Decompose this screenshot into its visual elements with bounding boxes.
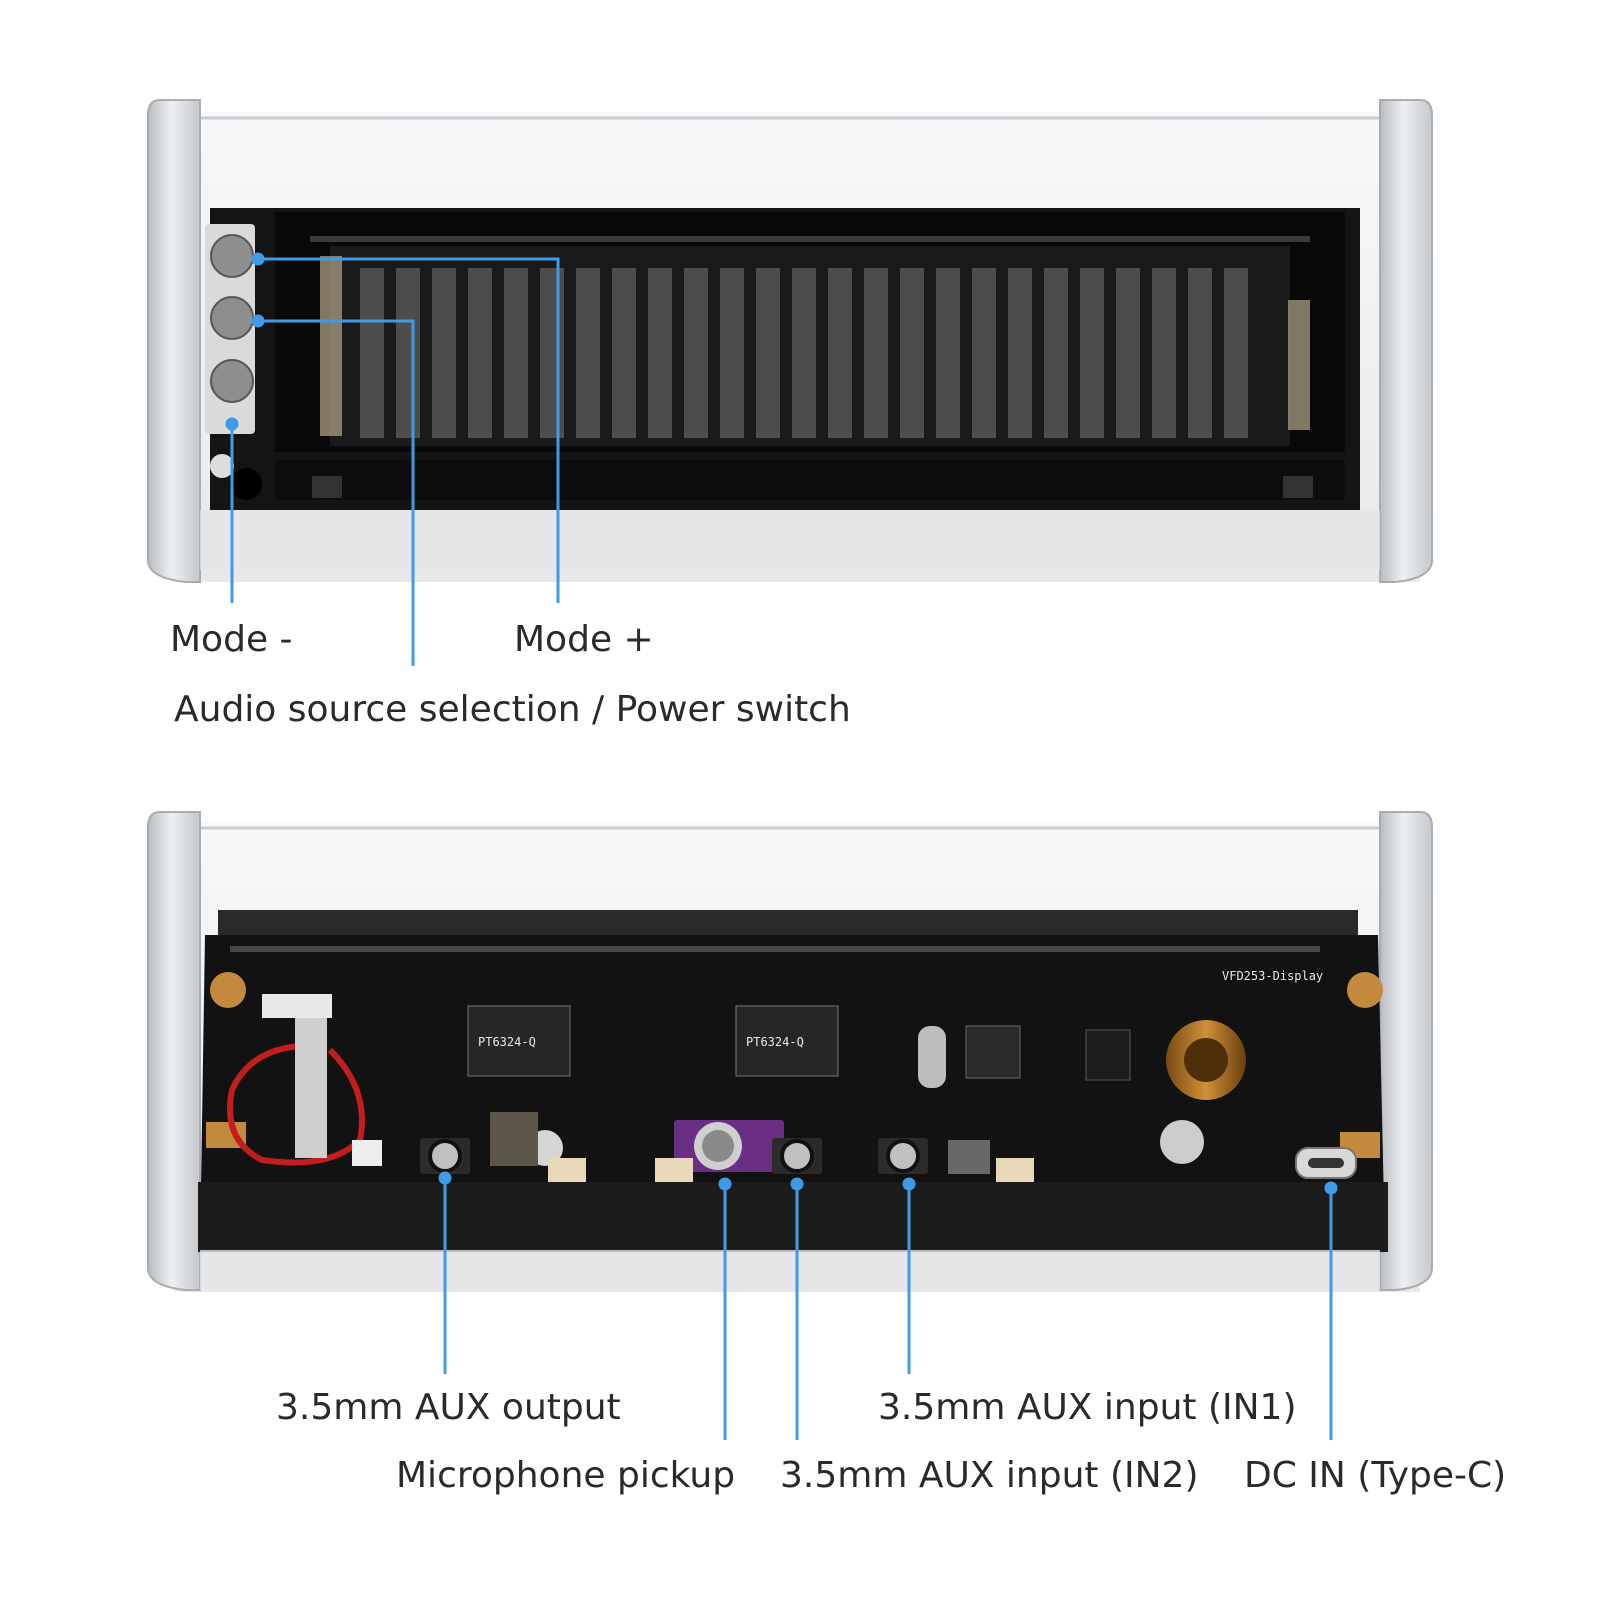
left-brass-standoff: [210, 972, 246, 1008]
bottom-right-aluminum-bracket: [1379, 811, 1433, 1291]
label-microphone: Microphone pickup: [396, 1455, 736, 1496]
top-right-aluminum-bracket: [1379, 99, 1433, 583]
label-mode-minus: Mode -: [170, 619, 293, 660]
mode-minus-button[interactable]: [210, 359, 254, 403]
ir-receiver: [210, 454, 234, 478]
chip-u6: PT6324-Q: [467, 1005, 571, 1077]
mode-plus-button[interactable]: [210, 234, 254, 278]
label-aux-in2: 3.5mm AUX input (IN2): [780, 1455, 1199, 1496]
chip-u5: PT6324-Q: [735, 1005, 839, 1077]
usb-c-port[interactable]: [1295, 1147, 1357, 1179]
aux-in2-jack[interactable]: [772, 1138, 822, 1174]
label-dc-in: DC IN (Type-C): [1244, 1455, 1507, 1496]
pcb-name-label: VFD253-Display: [1222, 969, 1323, 983]
bottom-callout-lines: [438, 1171, 1338, 1440]
audio-power-button[interactable]: [210, 296, 254, 340]
vfd-segment-columns: [360, 268, 1248, 438]
right-brass-standoff: [1347, 972, 1383, 1008]
chip-u5-marking: PT6324-Q: [746, 1035, 804, 1049]
aux-in1-jack[interactable]: [878, 1138, 928, 1174]
label-aux-output: 3.5mm AUX output: [276, 1387, 621, 1428]
microphone-module: [674, 1120, 784, 1172]
capacitors: [490, 1020, 1246, 1174]
ribbon-battery: [227, 994, 382, 1166]
label-mode-plus: Mode +: [514, 619, 654, 660]
crystal-x1: [918, 1026, 946, 1088]
top-left-aluminum-bracket: [147, 99, 201, 583]
label-aux-in1: 3.5mm AUX input (IN1): [878, 1387, 1297, 1428]
bottom-left-aluminum-bracket: [147, 811, 201, 1291]
aux-output-jack[interactable]: [420, 1138, 470, 1174]
bottom-device: VFD253-Display PT6324-Q PT6324-Q: [147, 811, 1433, 1292]
pcb-edge: [198, 1182, 1388, 1252]
label-audio-power: Audio source selection / Power switch: [174, 689, 851, 730]
top-device: [147, 99, 1433, 583]
top-callout-lines: [225, 252, 560, 666]
chip-u6-marking: PT6324-Q: [478, 1035, 536, 1049]
top-sensor: [230, 468, 262, 500]
